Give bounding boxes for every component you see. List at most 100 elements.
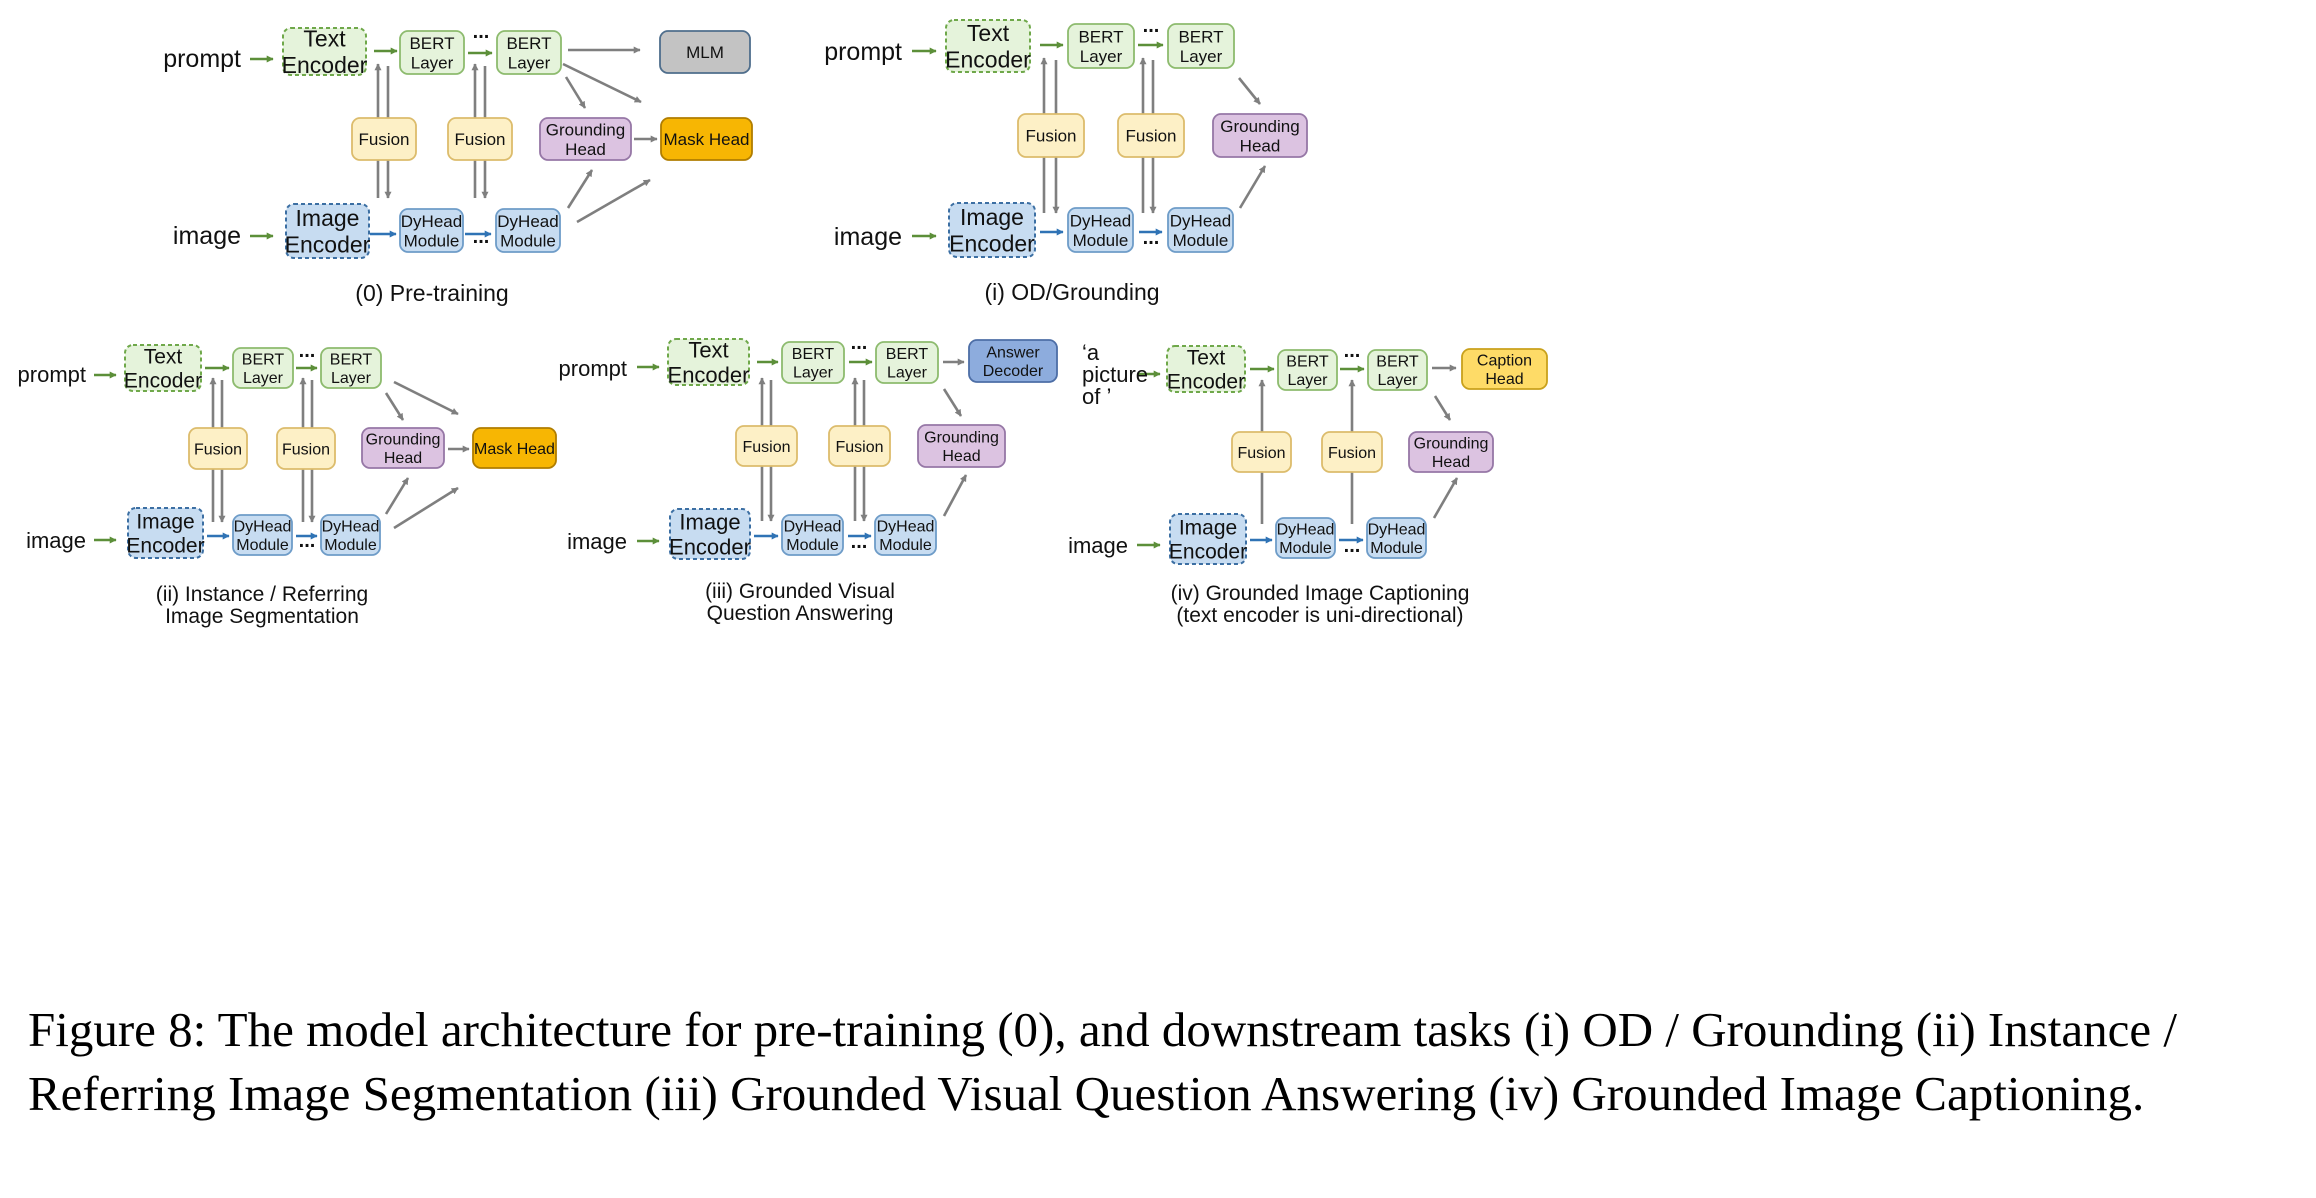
p0-dyhead-1-shape (399, 208, 464, 253)
p1-fusion-2: Fusion (1117, 113, 1185, 158)
p1-fusion-1-label-line: Fusion (1025, 127, 1076, 146)
ellipsis-icon: ... (1143, 15, 1160, 37)
p4-grounding-head-shape (1408, 431, 1494, 473)
p0-fusion-1: Fusion (351, 117, 417, 161)
p3-answer-decoder-shape (968, 339, 1058, 383)
p3-text-encoder-label-line: Text (688, 337, 728, 362)
p3-image-encoder-label-line: Image (679, 509, 740, 534)
p2-text-encoder-shape (124, 344, 202, 392)
ellipsis-icon: ... (473, 226, 490, 248)
p4-fusion-2-label-line: Fusion (1328, 445, 1376, 462)
p0-text-encoder-shape (282, 27, 367, 76)
p1-bert-layer-2-label-line: Layer (1180, 47, 1223, 66)
gray-arrow (384, 477, 410, 515)
p2-bert-layer-1-label-line: Layer (243, 370, 284, 387)
p0-fusion-1-label-line: Fusion (358, 130, 409, 149)
input-label: picture (1082, 362, 1148, 387)
panel-caption: (i) OD/Grounding (984, 279, 1159, 305)
p3-fusion-2-label-line: Fusion (835, 439, 883, 456)
panel-caption: (0) Pre-training (355, 280, 508, 306)
p4-dyhead-1-shape (1275, 517, 1336, 559)
p3-dyhead-2-label-line: Module (879, 537, 932, 554)
p2-dyhead-2-label-line: Module (324, 537, 377, 554)
p0-mlm-head: MLM (659, 30, 751, 74)
p4-text-encoder-shape (1166, 345, 1246, 393)
p0-bert-layer-2-label-line: BERT (506, 34, 551, 53)
p4-image-encoder-label-line: Encoder (1169, 541, 1247, 564)
p1-image-encoder-shape (948, 202, 1036, 258)
p4-text-encoder-label-line: Encoder (1167, 371, 1245, 394)
p4-text-encoder-label-line: Text (1187, 346, 1226, 369)
gray-arrow (942, 388, 963, 417)
p0-bert-layer-2-shape (496, 30, 562, 75)
p2-fusion-2-label-line: Fusion (282, 441, 330, 458)
p3-dyhead-1-label-line: DyHead (784, 519, 842, 536)
p0-bert-layer-1-label-line: BERT (409, 34, 454, 53)
p1-fusion-1: Fusion (1017, 113, 1085, 158)
panel-caption: Question Answering (707, 602, 894, 625)
p1-bert-layer-1-shape (1067, 23, 1135, 69)
p3-bert-layer-1-label-line: Layer (793, 364, 834, 381)
p1-fusion-2-label-line: Fusion (1125, 127, 1176, 146)
p2-fusion-1-label-line: Fusion (194, 441, 242, 458)
p0-dyhead-1-label-line: Module (404, 231, 460, 250)
p4-caption-head-label-line: Caption (1477, 353, 1532, 370)
p4-fusion-1: Fusion (1231, 431, 1292, 473)
input-label: image (173, 222, 241, 250)
p2-bert-layer-2-label-line: BERT (330, 352, 373, 369)
p3-dyhead-2-label-line: DyHead (877, 519, 935, 536)
p4-caption-head-label-line: Head (1485, 371, 1523, 388)
p1-grounding-head-shape (1212, 113, 1308, 158)
labels-layer: prompt image...... (0) Pre-training prompt i… (18, 15, 1470, 628)
p0-bert-layer-1-label-line: Layer (411, 53, 454, 72)
input-label: prompt (824, 38, 902, 66)
p3-image-encoder-shape (669, 508, 751, 560)
gray-arrow (1433, 395, 1452, 421)
gray-arrow (566, 169, 594, 209)
p4-bert-layer-1-label-line: BERT (1286, 354, 1329, 371)
gray-arrow (564, 76, 587, 109)
p1-dyhead-2-shape (1167, 207, 1234, 253)
gray-arrow (1238, 165, 1267, 209)
ellipsis-icon: ... (299, 340, 316, 362)
p2-fusion-1-shape (188, 427, 248, 470)
p1-dyhead-1-label-line: DyHead (1070, 211, 1131, 230)
input-label: image (834, 223, 902, 251)
input-label: image (1068, 533, 1128, 558)
input-label: prompt (559, 356, 627, 381)
p4-fusion-2-shape (1321, 431, 1383, 473)
p2-grounding-head-label-line: Grounding (366, 432, 441, 449)
ellipsis-icon: ... (851, 332, 868, 354)
p0-mlm-head-shape (659, 30, 751, 74)
p3-fusion-1-label-line: Fusion (742, 439, 790, 456)
p0-grounding-head-shape (539, 117, 632, 161)
p4-bert-layer-2-shape (1367, 349, 1428, 391)
p0-bert-layer-2-label-line: Layer (508, 53, 551, 72)
p4-fusion-1-shape (1231, 431, 1292, 473)
p4-dyhead-2-label-line: Module (1370, 540, 1423, 557)
p4-image-encoder-shape (1169, 513, 1247, 565)
p2-grounding-head-label-line: Head (384, 450, 422, 467)
p2-bert-layer-2-label-line: Layer (331, 370, 372, 387)
ellipsis-icon: ... (473, 21, 490, 43)
p0-dyhead-2-shape (495, 208, 561, 253)
p3-bert-layer-2-label-line: Layer (887, 364, 928, 381)
p3-bert-layer-2-shape (875, 341, 939, 384)
p2-mask-head-shape (472, 427, 557, 469)
p2-dyhead-2-label-line: DyHead (322, 519, 380, 536)
p2-bert-layer-2-shape (320, 347, 382, 389)
